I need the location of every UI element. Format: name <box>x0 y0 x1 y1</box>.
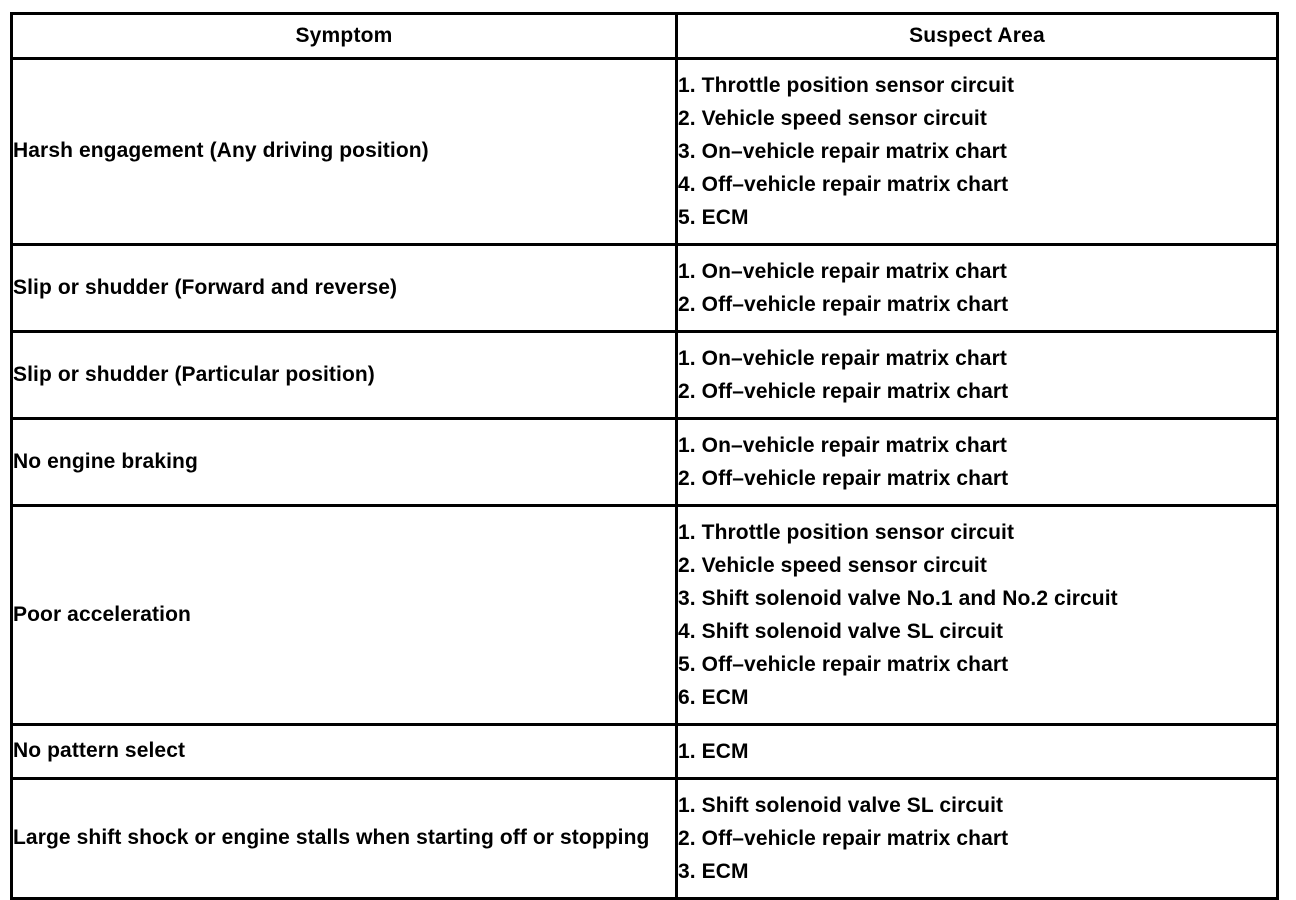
suspect-area-item: 1. Throttle position sensor circuit <box>678 521 1015 544</box>
symptom-cell: Slip or shudder (Forward and reverse) <box>10 243 678 333</box>
suspect-area-item: 1. On–vehicle repair matrix chart <box>678 434 1007 457</box>
suspect-area-item: 1. Shift solenoid valve SL circuit <box>678 794 1004 817</box>
column-header-symptom: Symptom <box>10 12 678 60</box>
suspect-area-cell: 1. On–vehicle repair matrix chart 2. Off–… <box>675 330 1279 420</box>
suspect-area-item: 3. Shift solenoid valve No.1 and No.2 ci… <box>678 587 1118 610</box>
suspect-area-list: 1. On–vehicle repair matrix chart 2. Off–… <box>678 246 1276 330</box>
table-row: Large shift shock or engine stalls when … <box>10 777 1279 900</box>
suspect-area-list: 1. Throttle position sensor circuit 2. Ve… <box>678 507 1276 723</box>
suspect-area-item: 2. Off–vehicle repair matrix chart <box>678 293 1009 316</box>
suspect-area-item: 4. Shift solenoid valve SL circuit <box>678 620 1004 643</box>
column-header-suspect-area-label: Suspect Area <box>909 24 1045 47</box>
suspect-area-list: 1. ECM <box>678 726 1276 777</box>
suspect-area-item: 2. Off–vehicle repair matrix chart <box>678 467 1009 490</box>
suspect-area-item: 5. Off–vehicle repair matrix chart <box>678 653 1009 676</box>
symptom-cell: No pattern select <box>10 723 678 780</box>
suspect-area-item: 2. Off–vehicle repair matrix chart <box>678 380 1009 403</box>
suspect-area-item: 4. Off–vehicle repair matrix chart <box>678 173 1009 196</box>
suspect-area-item: 6. ECM <box>678 686 749 709</box>
symptom-cell: Poor acceleration <box>10 504 678 726</box>
suspect-area-item: 5. ECM <box>678 206 749 229</box>
page-root: Symptom Suspect Area Harsh engagement (A… <box>10 12 1279 900</box>
column-header-suspect-area: Suspect Area <box>675 12 1279 60</box>
suspect-area-item: 2. Off–vehicle repair matrix chart <box>678 827 1009 850</box>
suspect-area-list: 1. On–vehicle repair matrix chart 2. Off–… <box>678 420 1276 504</box>
suspect-area-item: 1. On–vehicle repair matrix chart <box>678 347 1007 370</box>
suspect-area-cell: 1. Throttle position sensor circuit 2. Ve… <box>675 504 1279 726</box>
suspect-area-cell: 1. Throttle position sensor circuit 2. Ve… <box>675 57 1279 246</box>
suspect-area-item: 1. ECM <box>678 740 749 763</box>
diagnostic-symptom-table: Symptom Suspect Area Harsh engagement (A… <box>10 12 1279 900</box>
suspect-area-cell: 1. On–vehicle repair matrix chart 2. Off–… <box>675 417 1279 507</box>
table-row: Slip or shudder (Forward and reverse)1. … <box>10 243 1279 333</box>
suspect-area-item: 1. On–vehicle repair matrix chart <box>678 260 1007 283</box>
suspect-area-cell: 1. ECM <box>675 723 1279 780</box>
suspect-area-item: 2. Vehicle speed sensor circuit <box>678 554 987 577</box>
symptom-cell: No engine braking <box>10 417 678 507</box>
symptom-cell: Slip or shudder (Particular position) <box>10 330 678 420</box>
suspect-area-cell: 1. Shift solenoid valve SL circuit 2. Off… <box>675 777 1279 900</box>
suspect-area-item: 3. On–vehicle repair matrix chart <box>678 140 1007 163</box>
table-row: Slip or shudder (Particular position)1. … <box>10 330 1279 420</box>
suspect-area-item: 1. Throttle position sensor circuit <box>678 74 1015 97</box>
table-body: Harsh engagement (Any driving position)1… <box>10 57 1279 900</box>
suspect-area-list: 1. Shift solenoid valve SL circuit 2. Off… <box>678 780 1276 897</box>
table-header: Symptom Suspect Area <box>10 12 1279 60</box>
suspect-area-cell: 1. On–vehicle repair matrix chart 2. Off–… <box>675 243 1279 333</box>
suspect-area-item: 3. ECM <box>678 860 749 883</box>
table-row: Harsh engagement (Any driving position)1… <box>10 57 1279 246</box>
column-header-symptom-label: Symptom <box>295 24 393 47</box>
table-header-row: Symptom Suspect Area <box>10 12 1279 60</box>
symptom-cell: Harsh engagement (Any driving position) <box>10 57 678 246</box>
suspect-area-item: 2. Vehicle speed sensor circuit <box>678 107 987 130</box>
suspect-area-list: 1. On–vehicle repair matrix chart 2. Off–… <box>678 333 1276 417</box>
suspect-area-list: 1. Throttle position sensor circuit 2. Ve… <box>678 60 1276 243</box>
symptom-cell: Large shift shock or engine stalls when … <box>10 777 678 900</box>
